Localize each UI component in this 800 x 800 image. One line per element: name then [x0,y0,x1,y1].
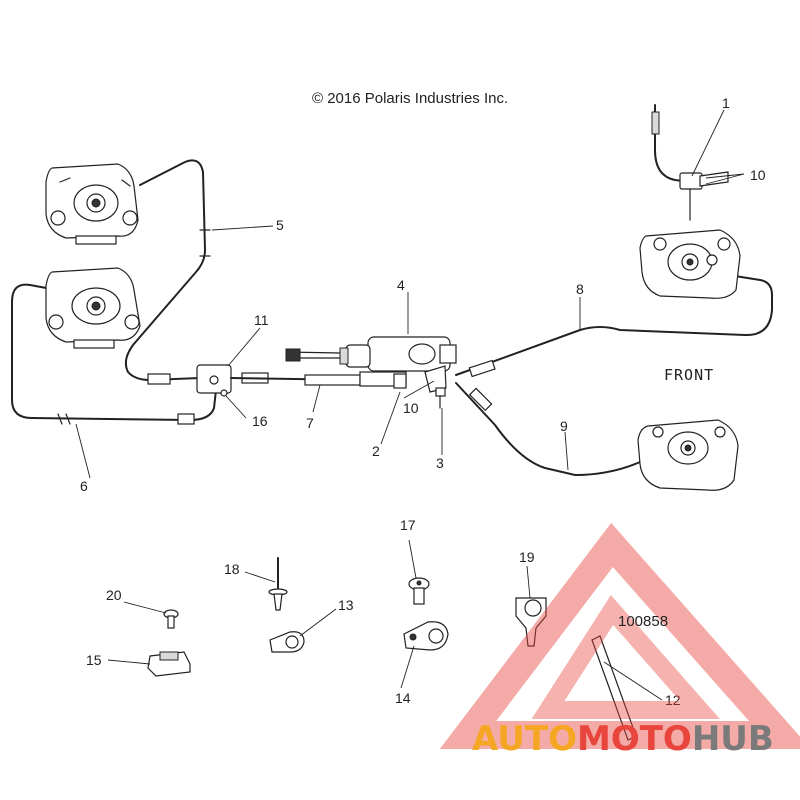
automotohub-watermark [439,522,800,749]
callout-15: 15 [86,652,102,668]
p-clamp-13 [269,631,305,653]
brake-line-8 [455,275,773,376]
callout-6: 6 [80,478,88,494]
clip-15 [147,651,191,677]
callout-17: 17 [400,517,416,533]
brake-line-6-break [57,413,71,425]
brake-line-5-clips [199,229,211,257]
screw-20 [163,609,179,629]
brake-line-5 [124,159,207,382]
callout-18: 18 [224,561,240,577]
callout-14: 14 [395,690,411,706]
callout-leaders [75,109,745,701]
brake-line-9 [455,382,666,477]
copyright-text: © 2016 Polaris Industries Inc. [312,90,508,107]
callout-3: 3 [436,455,444,471]
screw-17 [408,577,430,605]
caliper-right-lower [637,419,739,491]
callout-5: 5 [276,217,284,233]
brake-switch [393,373,407,389]
brake-line-6-fitting [177,413,195,425]
brake-line-8-fitting [468,359,496,378]
brake-line-9-fitting [468,387,493,412]
brake-line-6 [11,283,217,422]
callout-9: 9 [560,418,568,434]
callout-8: 8 [576,281,584,297]
callout-13: 13 [338,597,354,613]
grommet-19 [515,597,547,647]
cable-tie-12 [591,635,637,741]
callout-2: 2 [372,443,380,459]
p-clamp-14 [403,621,449,651]
caliper-left-upper [45,163,139,245]
callout-12: 12 [665,692,681,708]
line-fitting-left [147,373,171,385]
callout-4: 4 [397,277,405,293]
front-direction-label: FRONT [664,366,714,384]
callout-20: 20 [106,587,122,603]
caliper-left-lower [45,267,141,349]
diagram-reference-number: 100858 [618,613,668,630]
callout-10-top: 10 [750,167,766,183]
callout-16: 16 [252,413,268,429]
callout-7: 7 [306,415,314,431]
pushpin-rivet-18 [268,557,288,611]
brake-line-bracket [651,104,729,221]
callout-10-mid: 10 [403,400,419,416]
watermark-wordmark: AUTOMOTOHUB [472,719,774,759]
banjo-bolt [435,387,446,409]
brake-junction-block [196,364,232,397]
master-cylinder [285,336,457,393]
callout-11: 11 [254,312,269,328]
caliper-right-upper [639,229,741,299]
brake-line-7-sleeve [304,374,361,386]
callout-1: 1 [722,95,730,111]
callout-19: 19 [519,549,535,565]
